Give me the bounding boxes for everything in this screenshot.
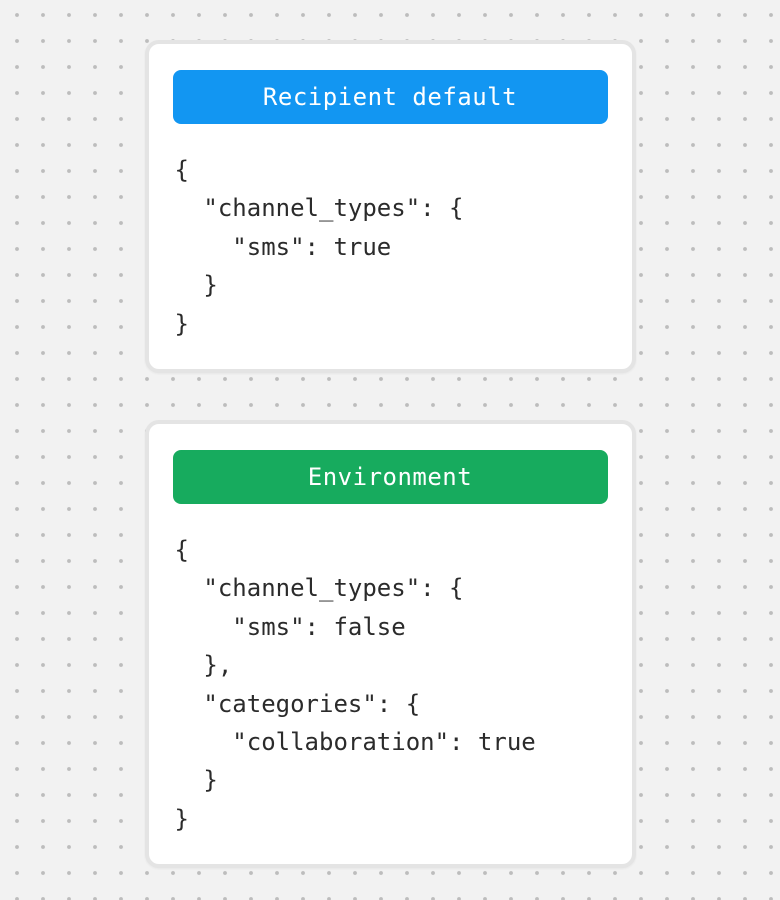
recipient-default-json-code: { "channel_types": { "sms": true } } — [174, 156, 464, 338]
card-recipient-default: Recipient default { "channel_types": { "… — [144, 40, 636, 374]
environment-json-code: { "channel_types": { "sms": false }, "ca… — [174, 536, 536, 833]
card-environment: Environment { "channel_types": { "sms": … — [144, 420, 636, 869]
environment-badge: Environment — [172, 450, 608, 505]
recipient-default-badge-label: Recipient default — [262, 83, 518, 111]
environment-badge-label: Environment — [307, 463, 473, 492]
recipient-default-badge: Recipient default — [172, 70, 608, 124]
